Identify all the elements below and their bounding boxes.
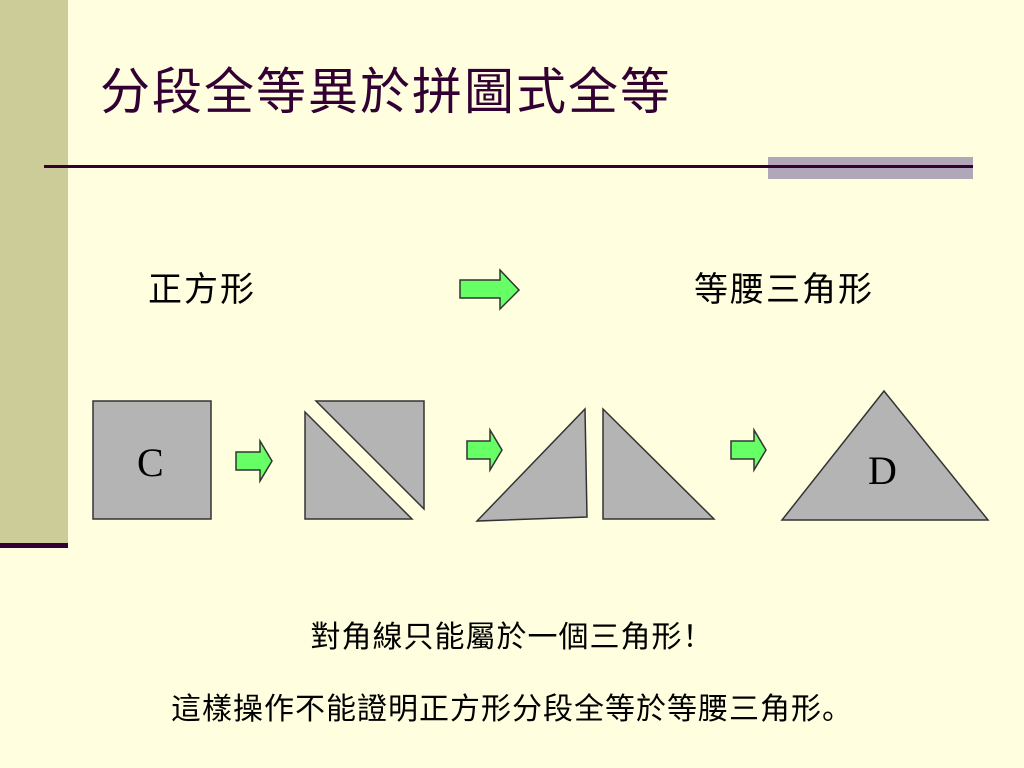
step-arrow-3-icon [730,427,767,473]
square-c-letter: C [137,440,164,485]
rearranged-left-triangle [475,407,588,522]
label-square: 正方形 [148,270,256,310]
step-arrow-2-icon [466,427,503,473]
sidebar-decoration [0,0,68,548]
step-arrow-1-icon [235,438,273,484]
square-c [92,400,212,520]
title-divider-accent [768,157,973,179]
title-divider-accent-line [768,165,973,168]
caption-line-1: 對角線只能屬於一個三角形！ [310,620,714,655]
split-square-upper-triangle [314,400,425,511]
triangle-d-letter: D [868,448,897,493]
title-divider [44,165,972,168]
rearranged-right-triangle [602,407,716,520]
caption-line-2: 這樣操作不能證明正方形分段全等於等腰三角形。 [171,692,853,727]
slide-title: 分段全等異於拼圖式全等 [100,63,672,121]
top-arrow-icon [459,268,521,311]
split-square-lower-triangle [304,410,414,520]
sidebar-underline [0,543,68,548]
isosceles-triangle-d [780,389,990,521]
label-isosceles-triangle: 等腰三角形 [694,270,874,310]
